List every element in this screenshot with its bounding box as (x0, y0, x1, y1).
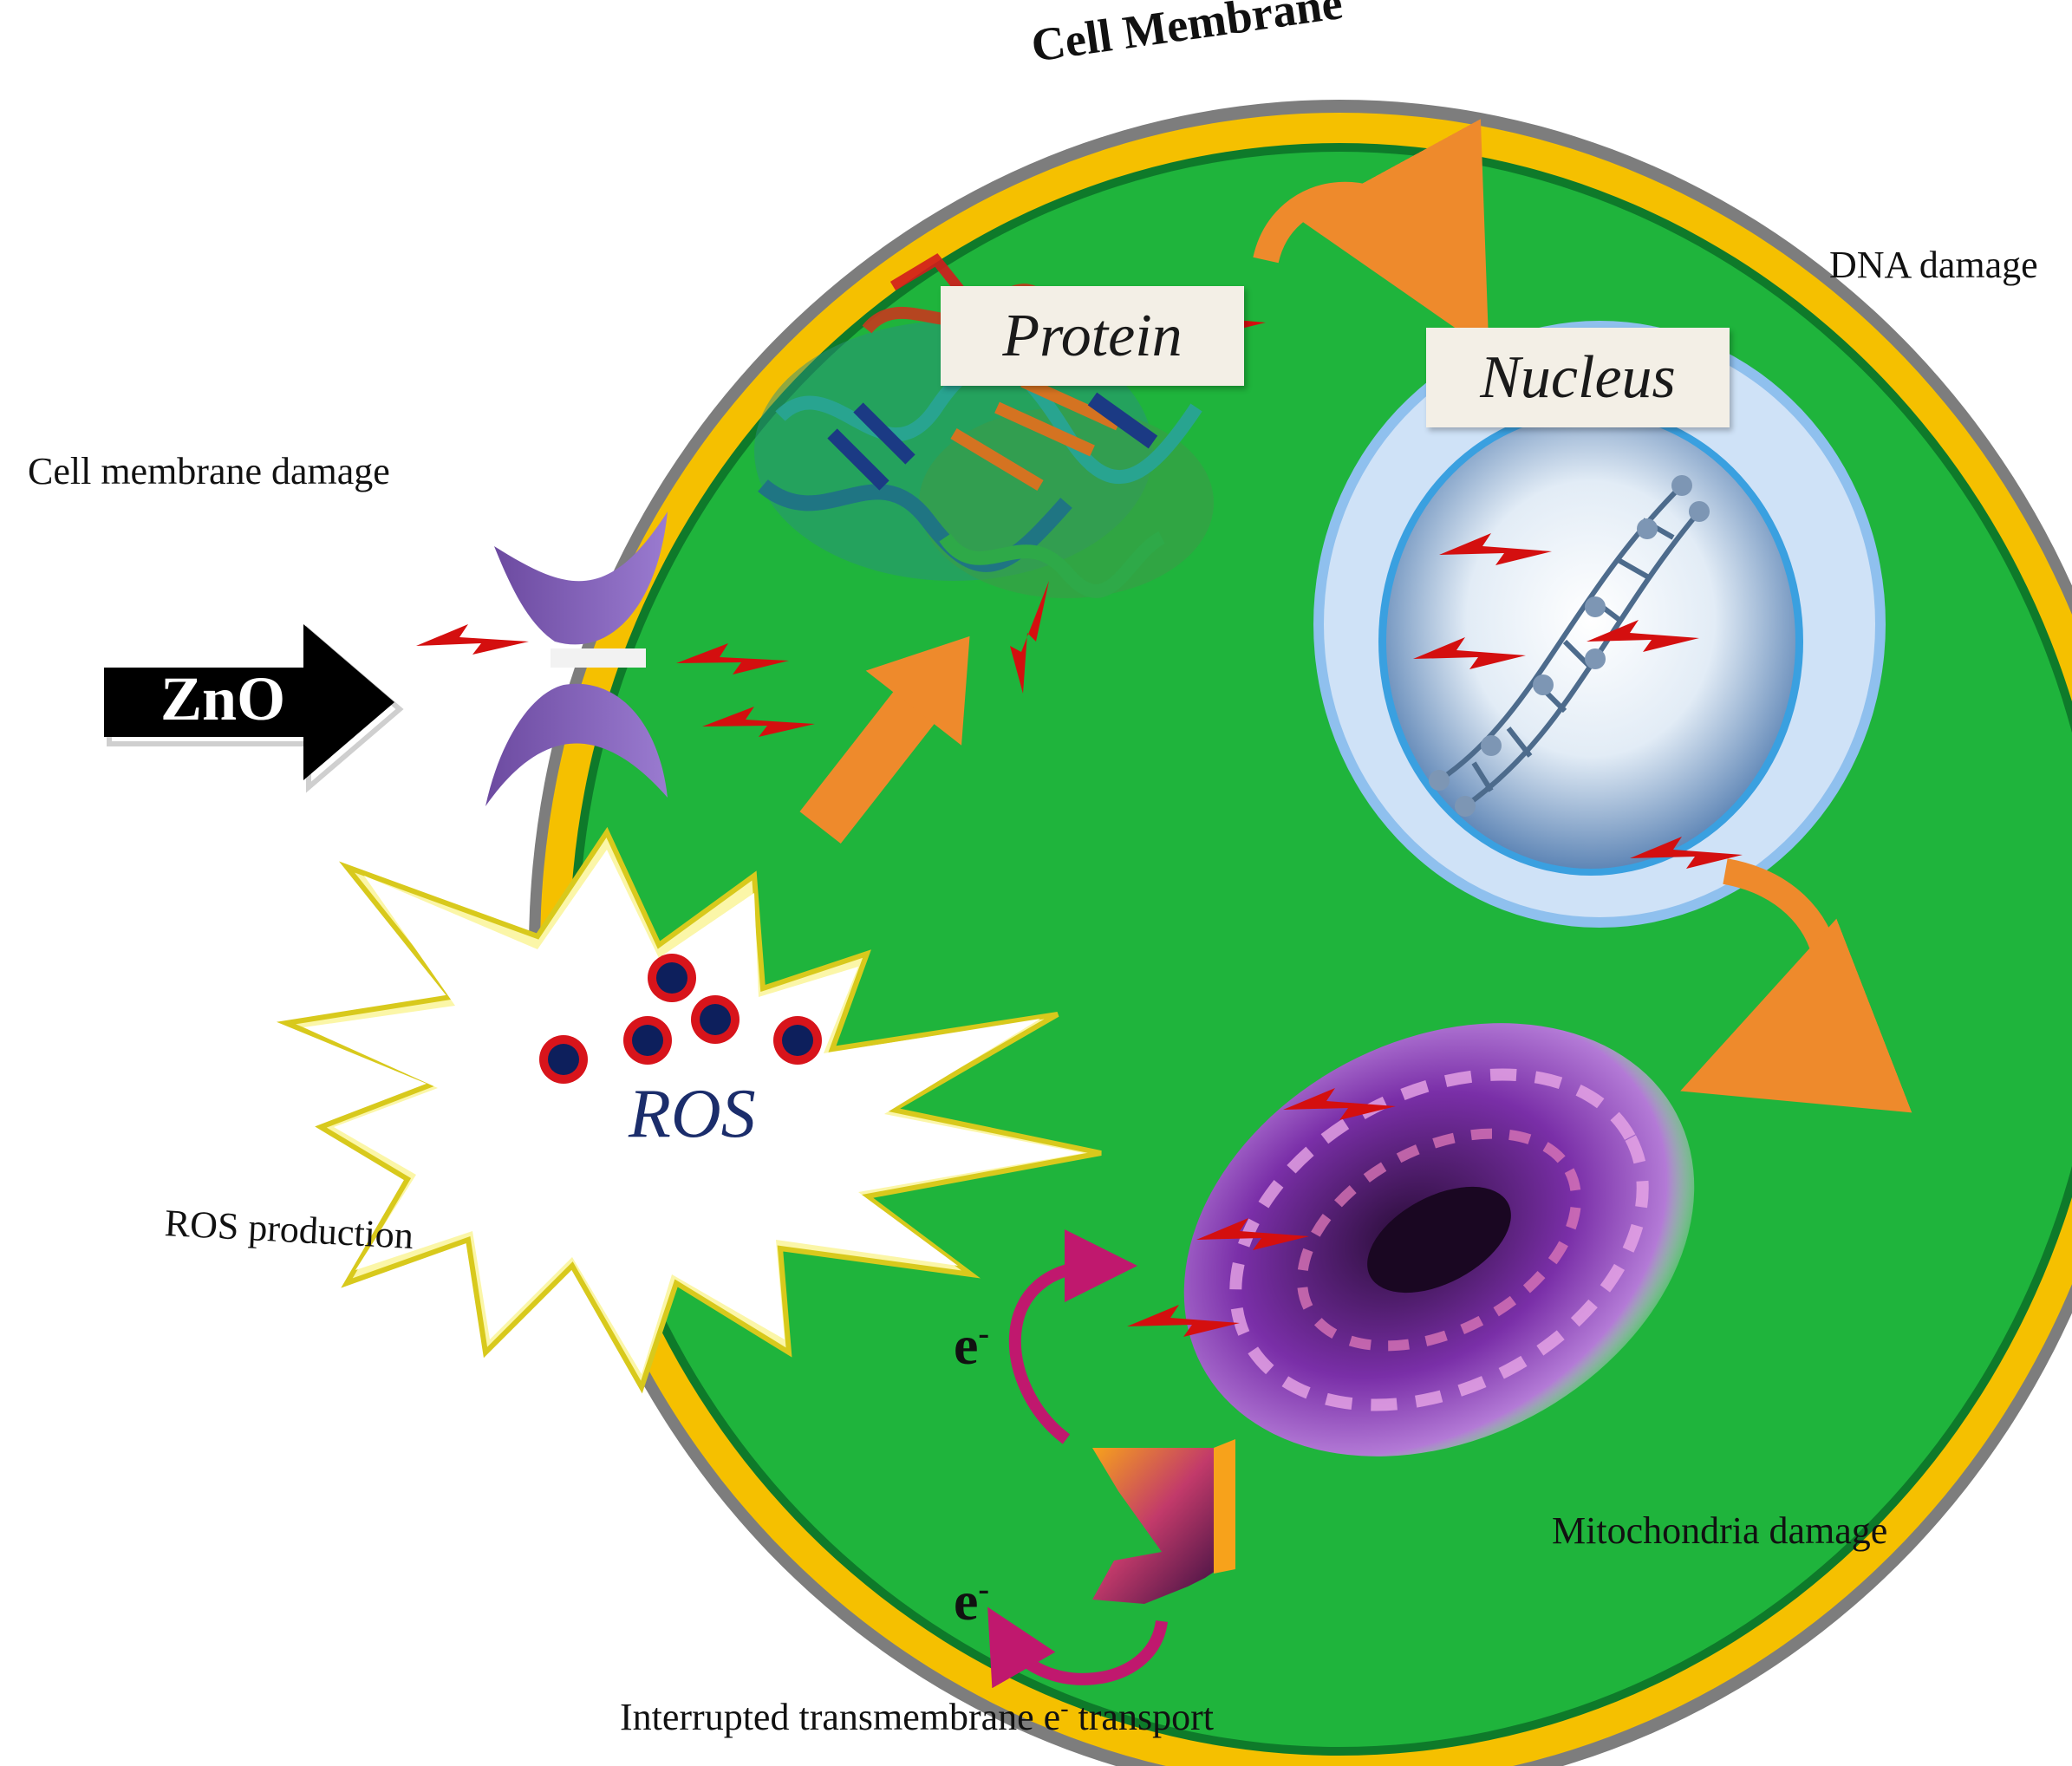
mitochondria (1183, 1023, 1695, 1456)
mitochondria-damage-label: Mitochondria damage (1552, 1509, 1888, 1552)
transport-label-sup: - (1060, 1695, 1069, 1723)
damage-bolt-dna-3 (1587, 620, 1699, 652)
arrow-ros-to-protein (799, 635, 970, 844)
protein-label: Protein (1002, 302, 1183, 369)
damage-bolt-mito-3 (1127, 1305, 1240, 1337)
arrow-nucleus-to-mitochondria (1680, 858, 1912, 1113)
transport-label: Interrupted transmembrane e- transport (620, 1695, 1214, 1739)
transport-label-suffix: transport (1068, 1696, 1214, 1738)
electron-upper-sup: - (978, 1315, 990, 1352)
ros-molecules (539, 954, 822, 1084)
membrane-channel (1092, 1439, 1235, 1604)
damage-bolt-inside-1 (676, 643, 789, 674)
electron-lower-base: e (954, 1570, 979, 1632)
protein-label-box: Protein (941, 286, 1244, 386)
damage-bolt-nucleus-edge (1630, 837, 1743, 869)
electron-arrow-lower (987, 1606, 1168, 1689)
zno-label: ZnO (160, 664, 286, 733)
ros-label: ROS (629, 1076, 756, 1152)
damage-bolt-mito-1 (1283, 1088, 1396, 1120)
arrow-protein-to-nucleus (1253, 119, 1489, 352)
zno-arrow (104, 624, 404, 793)
damage-bolt-mito-2 (1196, 1218, 1309, 1250)
electron-upper-base: e (954, 1314, 979, 1376)
membrane-pore (485, 512, 668, 806)
damage-bolt-inside-2 (702, 707, 815, 737)
electron-label-upper: e- (954, 1313, 989, 1378)
damage-bolt-membrane (416, 624, 529, 655)
dna-damage-label: DNA damage (1829, 244, 2038, 286)
membrane-damage-label: Cell membrane damage (28, 450, 390, 492)
nucleus-label: Nucleus (1480, 343, 1676, 411)
electron-lower-sup: - (978, 1571, 990, 1608)
electron-label-lower: e- (954, 1569, 989, 1633)
damage-bolt-protein-vertical (1010, 581, 1049, 694)
transport-label-prefix: Interrupted transmembrane e (620, 1696, 1061, 1738)
nucleus (1313, 321, 1886, 928)
electron-arrow-upper (1008, 1229, 1137, 1444)
ros-burst (276, 826, 1102, 1394)
damage-bolt-dna-1 (1439, 533, 1552, 565)
damage-bolt-dna-2 (1413, 637, 1526, 669)
nucleus-label-box: Nucleus (1426, 328, 1730, 427)
